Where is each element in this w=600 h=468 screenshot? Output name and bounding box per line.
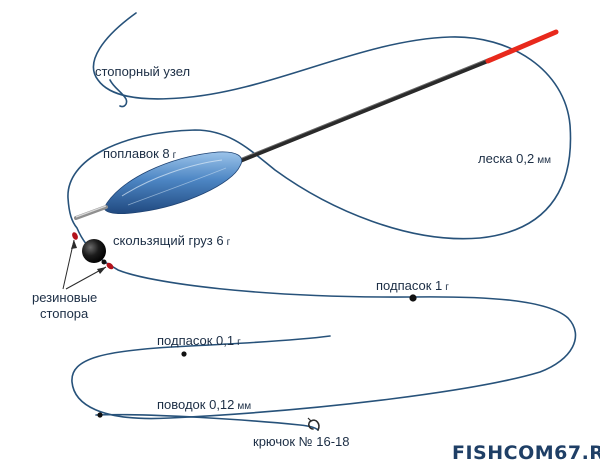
sinker-swivel	[101, 259, 107, 265]
rubber-stopper-upper	[72, 232, 78, 240]
leader-swivel	[97, 412, 103, 418]
shot-0-1g	[181, 351, 187, 357]
rubber-stopper-lower	[106, 262, 114, 270]
leader-line	[95, 413, 319, 431]
pointer-head-upper	[71, 240, 77, 249]
float-antenna-highlight	[204, 57, 491, 174]
label-hook: крючок № 16-18	[253, 434, 350, 449]
stop-knot-curl	[109, 79, 128, 108]
float-stem	[74, 205, 108, 220]
float-body	[103, 151, 243, 215]
antenna-tip	[485, 29, 559, 64]
pointer-head-lower	[97, 267, 106, 274]
shot-1g	[409, 294, 417, 302]
label-rubber-stoppers-1: резиновые	[32, 290, 97, 305]
brand-watermark: FISHCOM67.RU	[452, 442, 600, 464]
label-rubber-stoppers-2: стопора	[40, 306, 89, 321]
float-antenna	[202, 57, 493, 178]
main-line	[67, 12, 577, 420]
sliding-sinker	[82, 239, 106, 263]
label-stop-knot: стопорный узел	[95, 64, 190, 79]
